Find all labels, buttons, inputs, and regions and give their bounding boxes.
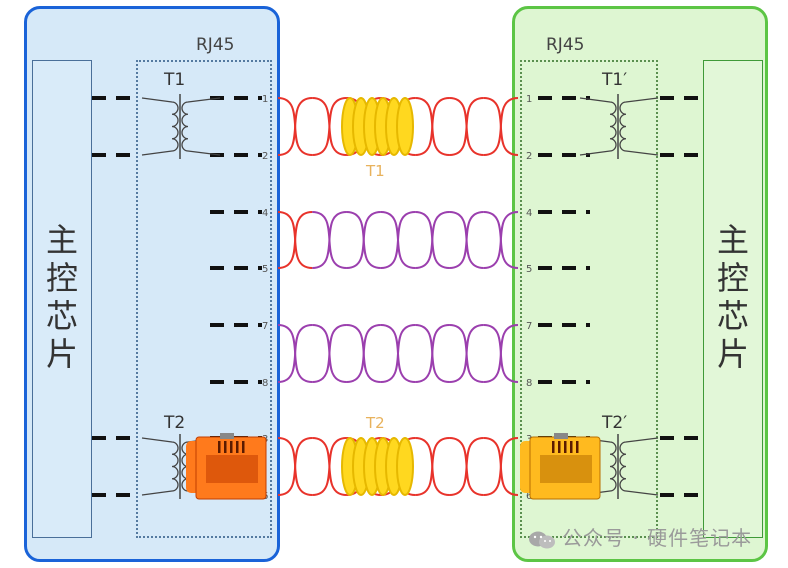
transformer-coil xyxy=(619,97,659,156)
left-pin-label: 7 xyxy=(262,321,268,332)
pair-1-2-cable xyxy=(277,97,519,156)
pair-4-5-cable xyxy=(277,211,519,269)
right-chip-label: 主控芯片 xyxy=(716,221,749,373)
left-t1-label: T1 xyxy=(164,70,186,90)
jack-contact xyxy=(224,441,227,453)
wire-strand xyxy=(277,97,313,156)
right-t1-label: T1′ xyxy=(602,70,628,90)
left-pin-label: 2 xyxy=(262,151,268,162)
right-pin-label: 8 xyxy=(526,378,532,389)
wire-strand xyxy=(380,324,416,383)
wire-strand xyxy=(415,211,450,269)
right-pin-label: 6 xyxy=(526,491,532,502)
right-rj45-jack-icon xyxy=(520,433,601,500)
left-pin-label: 1 xyxy=(262,94,268,105)
transformer-coil xyxy=(141,97,179,156)
wire-strand xyxy=(380,211,416,269)
left-chip-label: 主控芯片 xyxy=(45,221,78,373)
t2-choke-label: T2 xyxy=(366,414,385,432)
jack-contact xyxy=(242,441,245,453)
transformer-coil xyxy=(619,437,659,496)
left-rj45-label: RJ45 xyxy=(196,35,235,55)
transformer-coil xyxy=(141,437,179,496)
jack-contact xyxy=(230,441,233,453)
jack-opening xyxy=(540,455,592,483)
right-pin-label: 3 xyxy=(526,434,532,445)
right-rj45-label: RJ45 xyxy=(546,35,585,55)
right-pin-label: 5 xyxy=(526,264,532,275)
right-pin-label: 4 xyxy=(526,208,532,219)
jack-contact xyxy=(564,441,567,453)
wire-strand xyxy=(346,211,381,269)
right-pin-label: 2 xyxy=(526,151,532,162)
right-t1-transformer xyxy=(579,94,659,159)
wire-strand xyxy=(312,324,347,383)
wire-strand xyxy=(277,324,313,383)
jack-contact xyxy=(558,441,561,453)
right-t2-label: T2′ xyxy=(602,413,628,433)
jack-latch xyxy=(220,433,234,439)
wire-strand xyxy=(483,211,519,269)
wire-strand xyxy=(415,97,450,156)
wire-strand xyxy=(483,324,519,383)
right-rj45-box xyxy=(520,60,658,538)
left-t1-transformer xyxy=(141,94,221,159)
left-rj45-box xyxy=(136,60,272,538)
wire-strand xyxy=(415,324,450,383)
wire-strand xyxy=(449,437,484,496)
t2-common-mode-choke xyxy=(341,437,414,496)
wire-strand xyxy=(277,211,313,269)
watermark-text: 公众号 · 硬件笔记本 xyxy=(562,526,753,550)
jack-contact xyxy=(236,441,239,453)
t1-choke-label: T1 xyxy=(366,162,385,180)
wire-strand xyxy=(449,324,484,383)
left-pin-label: 4 xyxy=(262,208,268,219)
wire-strand xyxy=(483,97,519,156)
transformer-coil xyxy=(181,97,221,156)
jack-contact xyxy=(570,441,573,453)
transformer-coil xyxy=(579,97,617,156)
wechat-icon xyxy=(528,530,556,550)
jack-contact xyxy=(552,441,555,453)
wire-strand xyxy=(449,211,484,269)
choke-coil-turn xyxy=(396,97,414,156)
wire-strand xyxy=(483,437,519,496)
wire-strand xyxy=(312,97,347,156)
right-main-chip: 主控芯片 xyxy=(703,60,763,538)
transformer-coil xyxy=(579,437,617,496)
left-main-chip: 主控芯片 xyxy=(32,60,92,538)
t1-common-mode-choke xyxy=(341,97,414,156)
jack-contact xyxy=(218,441,221,453)
watermark: 公众号 · 硬件笔记本 xyxy=(528,522,752,551)
wire-strand xyxy=(312,211,347,269)
left-pin-label: 5 xyxy=(262,264,268,275)
jack-latch xyxy=(554,433,568,439)
wire-strand xyxy=(346,324,381,383)
left-rj45-jack-icon xyxy=(186,433,267,500)
left-pin-label: 8 xyxy=(262,378,268,389)
choke-coil-turn xyxy=(396,437,414,496)
wire-strand xyxy=(415,437,450,496)
right-pin-label: 1 xyxy=(526,94,532,105)
jack-contact xyxy=(576,441,579,453)
jack-opening xyxy=(206,455,258,483)
wire-strand xyxy=(449,97,484,156)
right-t2-transformer xyxy=(579,434,659,499)
right-pin-label: 7 xyxy=(526,321,532,332)
left-t2-label: T2 xyxy=(164,413,186,433)
wire-strand xyxy=(312,437,347,496)
pair-7-8-cable xyxy=(277,324,519,383)
wire-strand xyxy=(277,437,313,496)
